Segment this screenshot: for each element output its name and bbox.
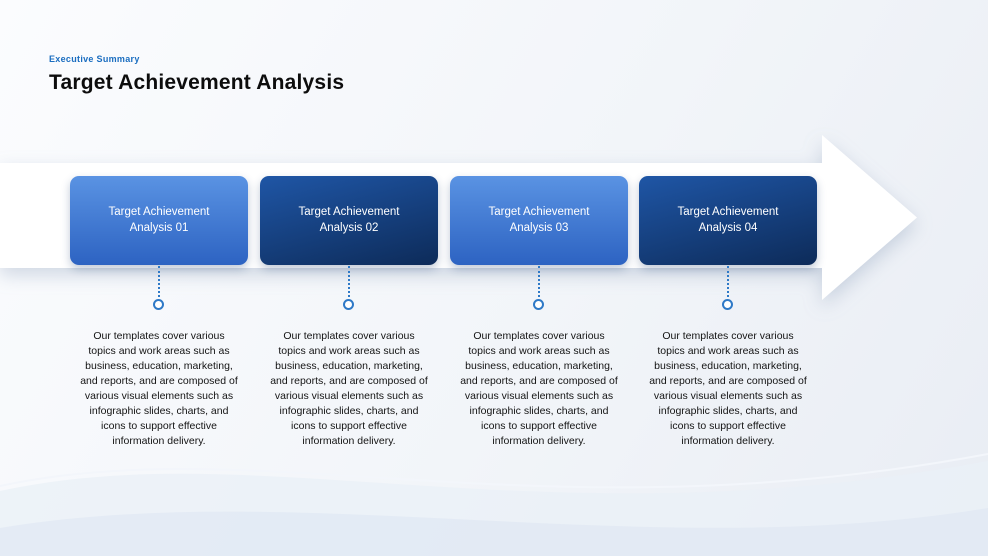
connector-dotted-line bbox=[158, 266, 160, 297]
step-card-title-line2: Analysis 03 bbox=[509, 221, 569, 234]
step-description: Our templates cover various topics and w… bbox=[270, 330, 428, 447]
background-wave bbox=[0, 453, 988, 556]
step-card-01: Target Achievement Analysis 01 bbox=[70, 176, 248, 265]
executive-summary-label: Executive Summary bbox=[49, 54, 140, 64]
step-card-03: Target Achievement Analysis 03 bbox=[450, 176, 628, 265]
step-card-title-line2: Analysis 01 bbox=[129, 221, 189, 234]
connector-circle-icon bbox=[533, 299, 544, 310]
step-card-title-line2: Analysis 04 bbox=[698, 221, 758, 234]
step-card-title-line1: Target Achievement bbox=[108, 205, 210, 218]
step-card-02: Target Achievement Analysis 02 bbox=[260, 176, 438, 265]
connector-dotted-line bbox=[348, 266, 350, 297]
slide-header: Executive Summary Target Achievement Ana… bbox=[49, 54, 344, 95]
step-card-title-line1: Target Achievement bbox=[677, 205, 779, 218]
connector-circle-icon bbox=[153, 299, 164, 310]
step-card-title-line2: Analysis 02 bbox=[319, 221, 379, 234]
step-description: Our templates cover various topics and w… bbox=[460, 330, 618, 447]
step-card-04: Target Achievement Analysis 04 bbox=[639, 176, 817, 265]
step-card-title-line1: Target Achievement bbox=[488, 205, 590, 218]
connector-dotted-line bbox=[727, 266, 729, 297]
connector-dotted-line bbox=[538, 266, 540, 297]
connector-circle-icon bbox=[722, 299, 733, 310]
step-description: Our templates cover various topics and w… bbox=[80, 330, 238, 447]
connector-circle-icon bbox=[343, 299, 354, 310]
step-description: Our templates cover various topics and w… bbox=[649, 330, 807, 447]
step-card-title-line1: Target Achievement bbox=[298, 205, 400, 218]
page-title: Target Achievement Analysis bbox=[49, 71, 345, 94]
